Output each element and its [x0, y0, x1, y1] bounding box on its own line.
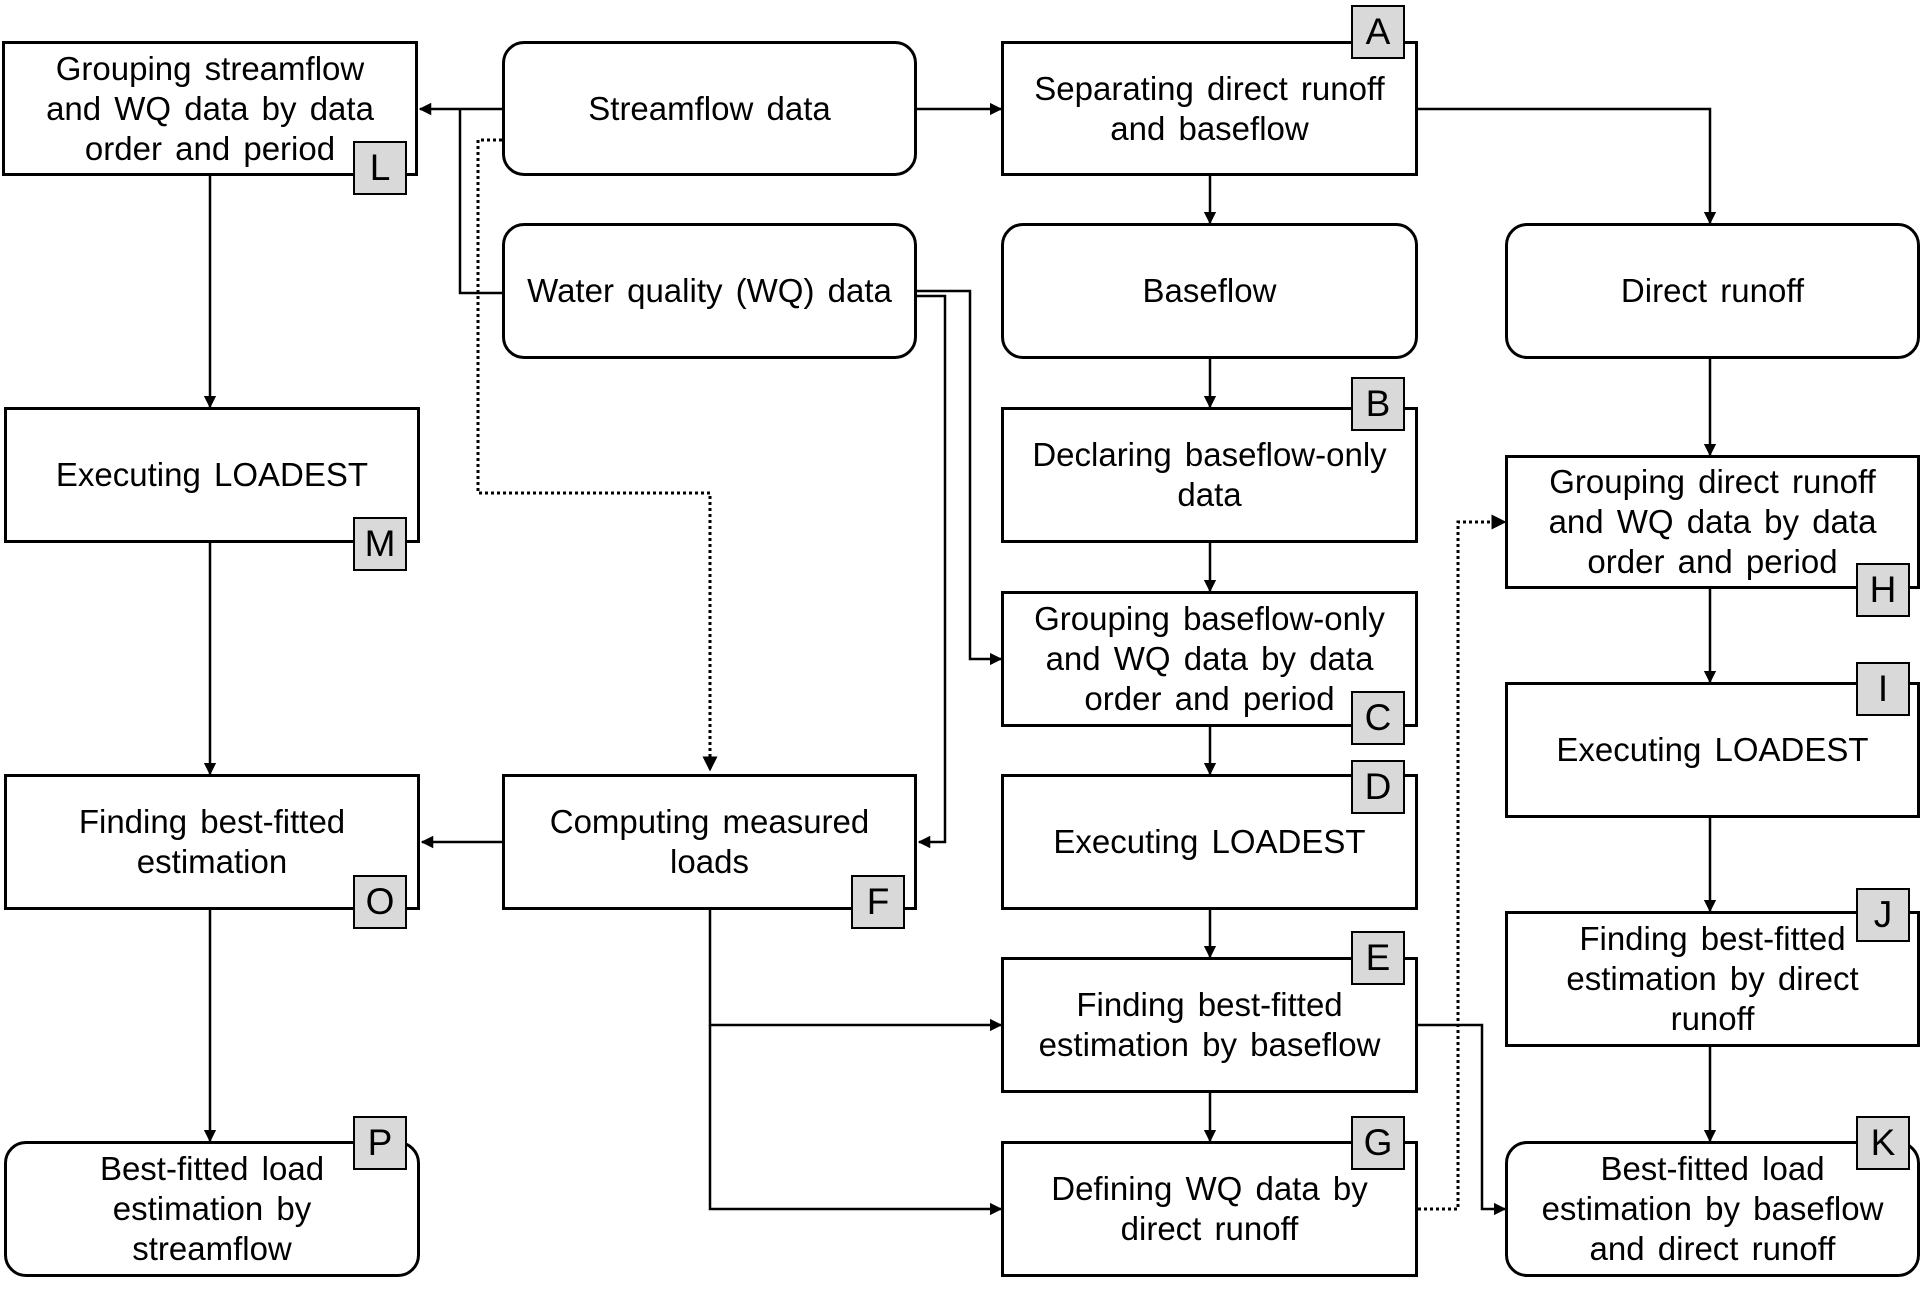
- node-label: Best-fitted load estimation by streamflo…: [99, 1150, 325, 1267]
- tag-a: A: [1351, 5, 1405, 59]
- node-label: Declaring baseflow-only data: [1032, 436, 1387, 513]
- node-grouping-direct-runoff: Grouping direct runoff and WQ data by da…: [1505, 455, 1920, 589]
- tag-o: O: [353, 875, 407, 929]
- node-label: Direct runoff: [1620, 272, 1805, 309]
- node-finding-best-fitted-direct: Finding best-fitted estimation by direct…: [1505, 911, 1920, 1047]
- arrow-separating-to-direct: [1418, 107, 1717, 225]
- tag-d: D: [1351, 760, 1405, 814]
- tag-j: J: [1856, 888, 1910, 942]
- node-best-fitted-baseflow-direct: Best-fitted load estimation by baseflow …: [1505, 1141, 1920, 1277]
- tag-h: H: [1856, 563, 1910, 617]
- arrow-wq-to-computing: [917, 294, 947, 849]
- node-finding-best-fitted-baseflow: Finding best-fitted estimation by basefl…: [1001, 957, 1418, 1093]
- tag-m: M: [353, 517, 407, 571]
- dotted-define-to-group-direct: [1418, 514, 1507, 1211]
- node-direct-runoff: Direct runoff: [1505, 223, 1920, 359]
- node-water-quality-data: Water quality (WQ) data: [502, 223, 917, 359]
- node-label: Finding best-fitted estimation by direct…: [1566, 920, 1859, 1037]
- node-label: Defining WQ data by direct runoff: [1051, 1170, 1368, 1247]
- node-label: Executing LOADEST: [1556, 731, 1869, 768]
- tag-i: I: [1856, 662, 1910, 716]
- node-label: Finding best-fitted estimation: [78, 803, 346, 880]
- node-declaring-baseflow-only: Declaring baseflow-only data: [1001, 407, 1418, 543]
- tag-b: B: [1351, 377, 1405, 431]
- node-finding-best-fitted-estimation: Finding best-fitted estimation: [4, 774, 420, 910]
- node-best-fitted-streamflow: Best-fitted load estimation by streamflo…: [4, 1141, 420, 1277]
- tag-e: E: [1351, 931, 1405, 985]
- node-computing-measured-loads: Computing measured loads: [502, 774, 917, 910]
- node-executing-loadest-direct: Executing LOADEST: [1505, 682, 1920, 818]
- node-label: Executing LOADEST: [1053, 823, 1366, 860]
- node-executing-loadest-streamflow: Executing LOADEST: [4, 407, 420, 543]
- tag-g: G: [1351, 1116, 1405, 1170]
- node-grouping-streamflow: Grouping streamflow and WQ data by data …: [2, 41, 418, 176]
- node-label: Finding best-fitted estimation by basefl…: [1038, 986, 1381, 1063]
- tag-p: P: [353, 1116, 407, 1170]
- node-label: Grouping direct runoff and WQ data by da…: [1548, 463, 1877, 580]
- node-label: Grouping baseflow-only and WQ data by da…: [1034, 600, 1385, 717]
- node-label: Water quality (WQ) data: [527, 272, 892, 309]
- tag-k: K: [1856, 1116, 1910, 1170]
- node-defining-wq-direct-runoff: Defining WQ data by direct runoff: [1001, 1141, 1418, 1277]
- node-separating: Separating direct runoff and baseflow: [1001, 41, 1418, 176]
- line-wq-to-group-stream: [458, 109, 502, 295]
- arrow-find-base-to-best-bd: [1418, 1023, 1507, 1216]
- arrow-computing-to-define: [708, 1025, 1003, 1216]
- node-streamflow-data: Streamflow data: [502, 41, 917, 176]
- node-label: Best-fitted load estimation by baseflow …: [1541, 1150, 1884, 1267]
- tag-c: C: [1351, 691, 1405, 745]
- node-label: Streamflow data: [588, 89, 831, 127]
- node-label: Grouping streamflow and WQ data by data …: [46, 49, 374, 167]
- node-label: Computing measured loads: [549, 803, 870, 880]
- node-baseflow: Baseflow: [1001, 223, 1418, 359]
- node-label: Baseflow: [1142, 272, 1277, 309]
- arrow-wq-to-group-base: [917, 289, 1003, 666]
- node-label: Separating direct runoff and baseflow: [1034, 69, 1385, 147]
- node-executing-loadest-baseflow: Executing LOADEST: [1001, 774, 1418, 910]
- tag-l: L: [353, 141, 407, 195]
- node-label: Executing LOADEST: [55, 456, 369, 493]
- tag-f: F: [851, 875, 905, 929]
- node-grouping-baseflow: Grouping baseflow-only and WQ data by da…: [1001, 591, 1418, 727]
